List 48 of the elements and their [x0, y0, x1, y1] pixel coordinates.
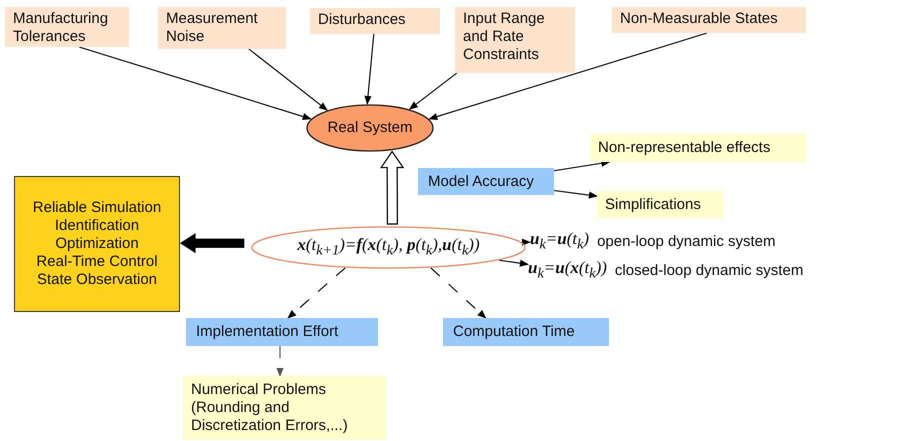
box-text: Measurement Noise: [166, 10, 259, 46]
arrow: [408, 72, 458, 110]
box-text: Real-Time Control: [36, 253, 158, 271]
box-text: Input Range and Rate Constraints: [463, 10, 546, 64]
box-text: Reliable Simulation: [32, 199, 162, 217]
box-text: Optimization: [55, 235, 139, 253]
box-text: Non-representable effects: [598, 139, 772, 157]
arrow: [276, 346, 284, 377]
note-box: [183, 376, 386, 440]
box-text: Simplifications: [605, 196, 702, 214]
arrow: [499, 260, 529, 267]
note-box: [590, 134, 806, 162]
box-text: Identification: [54, 217, 140, 235]
factor-box: [455, 7, 575, 73]
arrow: [79, 46, 312, 120]
application-box: [14, 176, 180, 312]
node-label: Real System: [327, 119, 413, 137]
factor-box: [158, 7, 286, 49]
arrow: [554, 190, 598, 199]
box-text: Model Accuracy: [428, 173, 535, 191]
box-text: Manufacturing Tolerances: [13, 10, 110, 46]
criterion-box: [443, 318, 609, 346]
arrow: [554, 160, 610, 172]
equation: u$_{k}$=u(t$_{k}$): [530, 230, 590, 254]
arrow: [428, 32, 708, 120]
arrow: [287, 268, 346, 319]
box-text: State Observation: [36, 271, 158, 289]
note-box: [597, 191, 723, 218]
factor-box: [612, 7, 806, 33]
block-arrow: [380, 150, 404, 225]
factor-box: [5, 7, 129, 47]
box-text: Disturbances: [318, 11, 407, 29]
box-text: Implementation Effort: [196, 323, 340, 341]
node-label: closed-loop dynamic system: [614, 262, 804, 280]
block-arrow: [180, 233, 244, 254]
box-text: Non-Measurable States: [620, 10, 779, 28]
equation: u$_{k}$=u(x(t$_{k}$)): [528, 259, 607, 283]
arrow: [430, 268, 486, 319]
factor-box: [310, 8, 440, 34]
box-text: Computation Time: [453, 323, 576, 341]
box-text: Numerical Problems (Rounding and Discretization Errors,...): [191, 381, 349, 435]
arrow: [364, 34, 374, 105]
arrow: [522, 238, 531, 246]
arrow: [248, 48, 328, 111]
equation: x(t$_{k+1}$)=f(x(t$_{k}$), p(t$_{k}$),u(t$_{k}$)): [297, 236, 480, 260]
node-label: open-loop dynamic system: [597, 233, 776, 251]
criterion-box: [186, 318, 378, 346]
criterion-box: [418, 168, 554, 195]
